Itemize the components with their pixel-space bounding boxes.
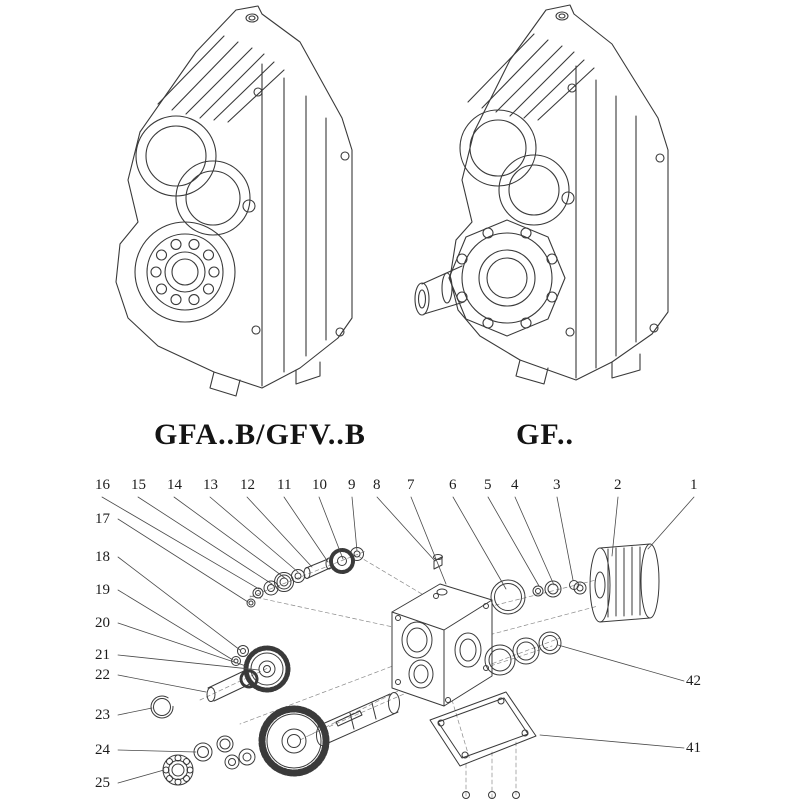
part-callout-17: 17: [95, 511, 110, 527]
part-callout-41: 41: [686, 740, 701, 756]
part-callout-9: 9: [348, 477, 356, 493]
part-callout-16: 16: [95, 477, 110, 493]
gasket-plate: [429, 691, 537, 799]
part-callout-15: 15: [131, 477, 146, 493]
part-callout-20: 20: [95, 615, 110, 631]
part-callout-11: 11: [277, 477, 292, 493]
intermediate-gear-set: [150, 645, 291, 719]
part-callout-1: 1: [690, 477, 698, 493]
part-callout-6: 6: [449, 477, 457, 493]
part-callout-7: 7: [407, 477, 415, 493]
housing-part: [391, 583, 493, 707]
cover-ring-set: [484, 631, 562, 676]
motor-adapter-assembly: [490, 543, 660, 623]
part-callout-2: 2: [614, 477, 622, 493]
breather-plug-part: [433, 554, 443, 570]
part-callout-42: 42: [686, 673, 701, 689]
part-callout-8: 8: [373, 477, 381, 493]
part-callout-3: 3: [553, 477, 561, 493]
exploded-view-drawing: [101, 496, 695, 799]
part-callout-18: 18: [95, 549, 110, 565]
model-label-gf: GF..: [516, 418, 574, 451]
part-callout-21: 21: [95, 647, 110, 663]
model-label-gfab-gfvb: GFA..B/GFV..B: [154, 418, 366, 451]
part-callout-13: 13: [203, 477, 218, 493]
output-gear-assembly: [162, 692, 400, 786]
part-callout-25: 25: [95, 775, 110, 791]
gearbox-drawing-gf: [414, 4, 669, 385]
part-callout-5: 5: [484, 477, 492, 493]
part-callout-10: 10: [312, 477, 327, 493]
gearbox-drawing-gfab: [115, 5, 353, 397]
part-callout-4: 4: [511, 477, 519, 493]
part-callout-14: 14: [167, 477, 182, 493]
callout-leader-lines: [101, 496, 695, 784]
input-shaft-stack: [246, 547, 364, 608]
part-callout-24: 24: [95, 742, 110, 758]
part-callout-12: 12: [240, 477, 255, 493]
part-callout-19: 19: [95, 582, 110, 598]
part-callout-22: 22: [95, 667, 110, 683]
part-callout-23: 23: [95, 707, 110, 723]
